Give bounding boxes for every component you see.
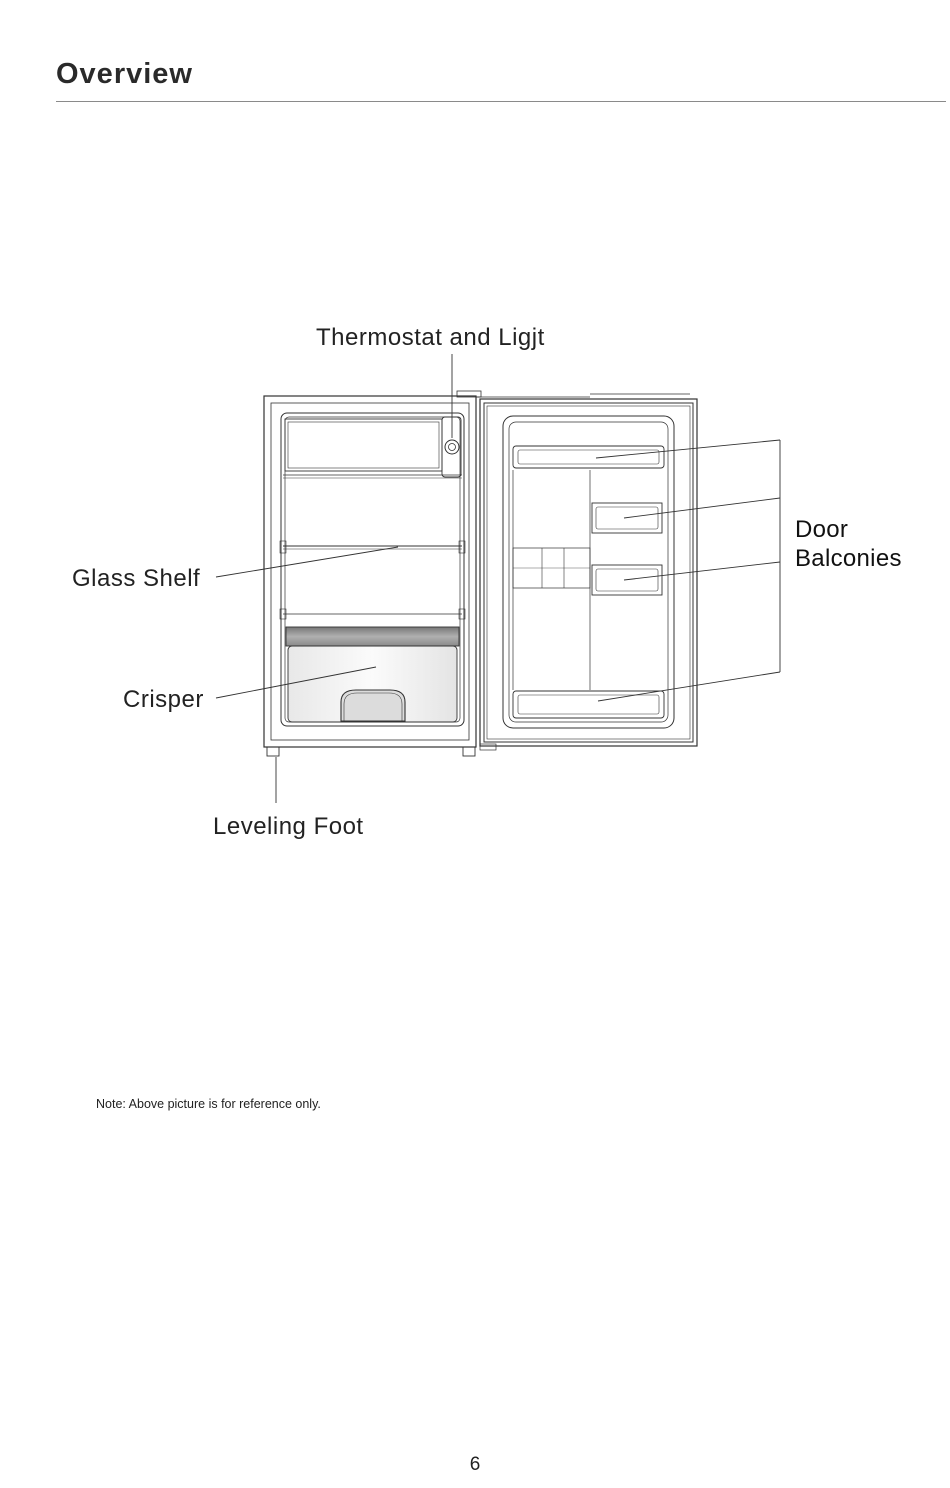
thermostat-and-light-label: Thermostat and Ligjt	[316, 324, 545, 352]
door-balconies	[513, 446, 664, 718]
freezer-compartment	[283, 419, 462, 478]
leveling-foot-label: Leveling Foot	[213, 813, 364, 841]
crisper-drawer	[286, 627, 459, 722]
door-balconies-label-line2: Balconies	[795, 544, 902, 573]
thermostat-knob-icon	[442, 417, 461, 477]
glass-shelf-label: Glass Shelf	[72, 565, 200, 593]
crisper-label: Crisper	[123, 686, 204, 714]
glass-shelf	[280, 541, 465, 619]
page-number: 6	[0, 1454, 950, 1476]
reference-note: Note: Above picture is for reference onl…	[96, 1097, 321, 1111]
door-balconies-label-line1: Door	[795, 515, 902, 544]
egg-tray	[513, 470, 590, 690]
door-balconies-label: Door Balconies	[795, 515, 902, 573]
leveling-foot-icon	[267, 747, 475, 756]
leader-lines	[216, 354, 780, 803]
